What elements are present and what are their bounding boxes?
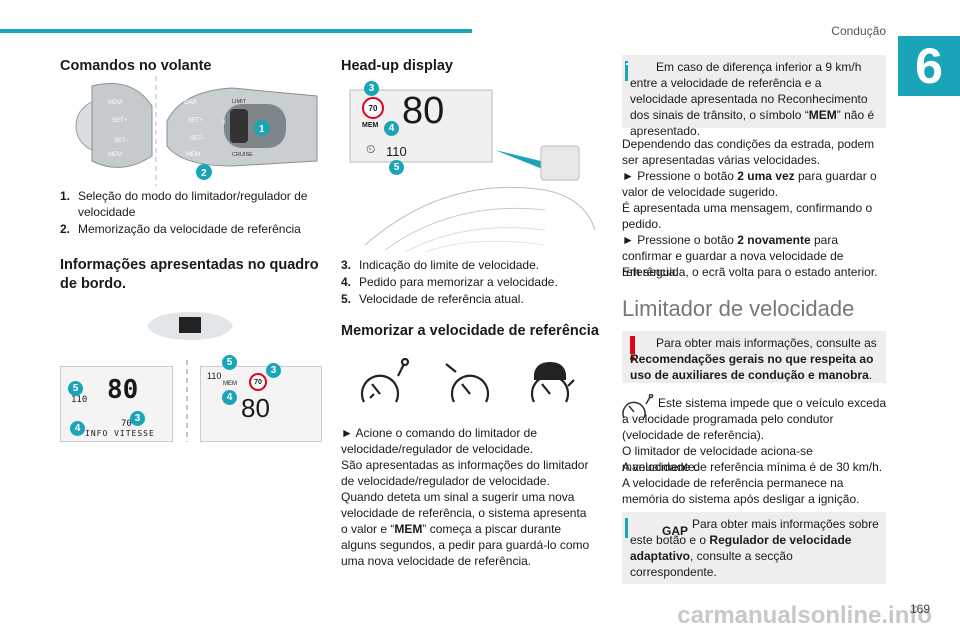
callout-4: 4 — [384, 121, 399, 136]
left-mem2-label: MEM — [108, 152, 122, 158]
warning-text: Para obter mais informações, consulte as… — [630, 336, 877, 382]
info-mem-text: Em caso de diferença inferior a 9 km/h e… — [630, 60, 875, 138]
memorize-suggest: Quando deteta um sinal a sugerir uma nov… — [341, 490, 590, 568]
col3-p1: Dependendo das condições da estrada, pod… — [622, 137, 875, 167]
col3-step-once: ► Pressione o botão 2 uma vez para guard… — [622, 169, 877, 199]
cluster-left-info: INFO VITESSE — [85, 429, 155, 438]
hud-ref-speed: 110 — [386, 144, 407, 159]
limit-label: LIMIT — [232, 99, 247, 105]
chapter-number-tab: 6 — [898, 36, 960, 96]
chapter-title: Condução — [831, 24, 886, 38]
cluster-left-ref: 70 — [121, 419, 132, 429]
steering-list: 1.Seleção do modo do limitador/regulador… — [60, 188, 322, 238]
list-item: 3.Indicação do limite de velocidade. — [341, 258, 540, 272]
col3-step-again: ► Pressione o botão 2 novamente para con… — [622, 233, 844, 279]
left-set-minus-label: SET– — [114, 138, 130, 144]
hud-limit-sign: 70 — [362, 97, 384, 119]
list-item: 4.Pedido para memorizar a velocidade. — [341, 275, 558, 289]
right-set-minus-label: SET– — [190, 136, 206, 142]
callout-5: 5 — [222, 355, 237, 370]
callout-3: 3 — [266, 363, 281, 378]
steering-controls-illustration: MEM SET+ SET– MEM 0 LIMIT CRUISE GAP SET… — [75, 76, 318, 186]
info-icon — [625, 518, 628, 538]
speed-limiter-icon — [622, 394, 654, 419]
cluster-display-right: 110 MEM 70 80 — [200, 366, 322, 442]
right-mem-label: MEM — [186, 152, 200, 158]
left-set-plus-label: SET+ — [112, 118, 128, 124]
info-gap-text: Para obter mais informações sobre este b… — [630, 517, 879, 579]
callout-4: 4 — [70, 421, 85, 436]
callout-5: 5 — [389, 160, 404, 175]
memorize-pictograms — [360, 358, 575, 403]
memorize-info: São apresentadas as informações do limit… — [341, 458, 589, 488]
cluster-right-mem: MEM — [223, 381, 237, 387]
col3-return: Em seguida, o ecrã volta para o estado a… — [622, 265, 878, 279]
right-set-plus-label: SET+ — [188, 118, 204, 124]
callout-4: 4 — [222, 390, 237, 405]
cluster-left-set: 110 — [71, 395, 88, 405]
gap-button-label: GAP — [662, 524, 689, 538]
svg-text:2: 2 — [201, 168, 207, 179]
cluster-right-limit-sign: 70 — [249, 373, 267, 391]
list-item: 5.Velocidade de referência atual. — [341, 292, 524, 306]
section-title-speed-limiter: Limitador de velocidade — [622, 296, 855, 321]
right-zero-label: 0 — [222, 120, 226, 126]
info-box-mem: Em caso de diferença inferior a 9 km/h e… — [622, 55, 886, 138]
callout-3: 3 — [364, 81, 379, 96]
list-item: 1.Seleção do modo do limitador/regulador… — [60, 189, 308, 219]
col3-p9: A velocidade de referência permanece na … — [622, 476, 860, 506]
cluster-divider — [186, 360, 188, 442]
col3-confirm-msg: É apresentada uma mensagem, confirmando … — [622, 201, 873, 231]
col3-p8: A velocidade de referência mínima é de 3… — [622, 460, 883, 474]
heading-memorize: Memorizar a velocidade de referência — [341, 323, 599, 339]
cluster-right-set: 110 — [207, 371, 222, 381]
callout-3: 3 — [130, 411, 145, 426]
heading-steering-controls: Comandos no volante — [60, 58, 212, 74]
dashboard-pictogram — [147, 312, 233, 340]
callout-5: 5 — [68, 381, 83, 396]
cluster-right-speed: 80 — [241, 393, 270, 423]
hud-mem: MEM — [362, 122, 379, 129]
cluster-left-speed: 80 — [107, 375, 139, 405]
hud-list: 3.Indicação do limite de velocidade. 4.P… — [341, 257, 601, 308]
info-icon — [625, 61, 628, 81]
col3-p7: O limitador de velocidade aciona-se manu… — [622, 444, 813, 474]
hud-speed: 80 — [402, 90, 445, 132]
list-item: 2.Memorização da velocidade de referênci… — [60, 222, 301, 236]
watermark: carmanualsonline.info — [677, 602, 932, 629]
warning-icon — [630, 336, 635, 354]
heading-hud: Head-up display — [341, 58, 453, 74]
speedometer-icon: ⏲ — [366, 142, 376, 156]
svg-text:1: 1 — [259, 124, 265, 135]
gap-label: GAP — [184, 100, 197, 106]
cruise-label: CRUISE — [232, 152, 253, 158]
warning-box: Para obter mais informações, consulte as… — [622, 331, 886, 383]
col3-p6: Este sistema impede que o veículo exceda… — [622, 396, 887, 442]
left-mem-label: MEM — [108, 100, 122, 106]
heading-instrument-info: Informações apresentadas no quadro de bo… — [60, 257, 319, 292]
page-number: 169 — [909, 602, 930, 616]
memorize-step-1: ► Acione o comando do limitador de veloc… — [341, 426, 537, 456]
header-accent-bar — [0, 29, 472, 33]
info-box-gap: GAP Para obter mais informações sobre es… — [622, 512, 886, 584]
